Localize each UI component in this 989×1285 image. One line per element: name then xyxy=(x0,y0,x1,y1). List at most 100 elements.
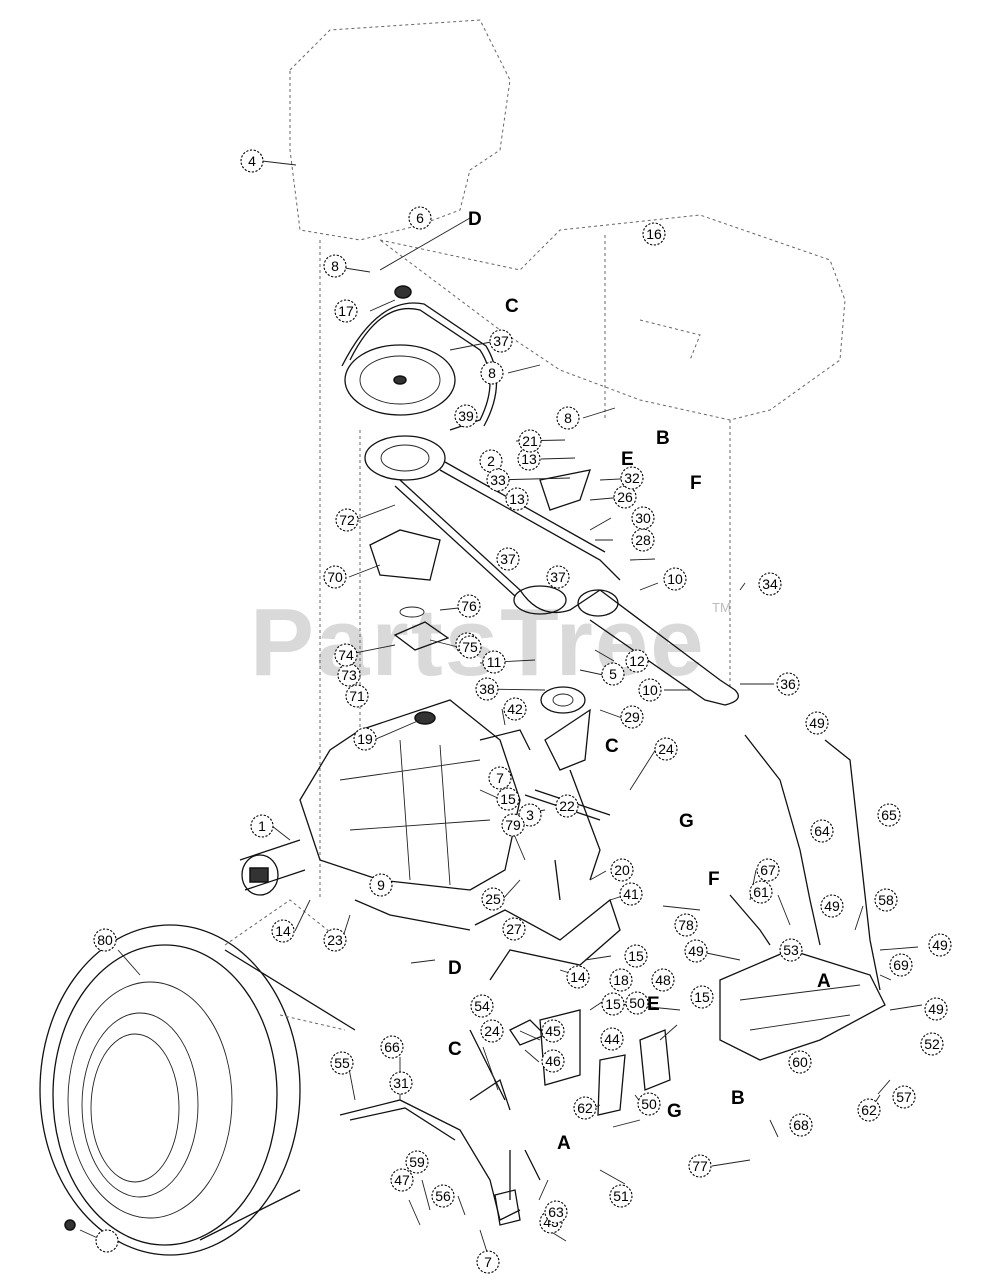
svg-text:7: 7 xyxy=(484,1254,492,1270)
leader-lines xyxy=(79,160,923,1253)
svg-text:70: 70 xyxy=(327,569,343,585)
ref-letter: A xyxy=(817,971,831,992)
svg-text:8: 8 xyxy=(488,365,496,381)
callout: 41 xyxy=(619,882,643,906)
callout: 78 xyxy=(674,913,698,937)
ref-letter: C xyxy=(505,296,519,317)
svg-text:3: 3 xyxy=(526,807,534,823)
svg-text:14: 14 xyxy=(570,969,586,985)
ref-letter: B xyxy=(656,428,670,449)
svg-text:36: 36 xyxy=(780,676,796,692)
callout: 9 xyxy=(369,873,393,897)
svg-text:45: 45 xyxy=(545,1023,561,1039)
callout: 56 xyxy=(431,1184,455,1208)
callout: 50 xyxy=(625,991,649,1015)
svg-text:50: 50 xyxy=(641,1096,657,1112)
callout: 54 xyxy=(470,994,494,1018)
svg-text:68: 68 xyxy=(793,1117,809,1133)
svg-text:49: 49 xyxy=(932,937,948,953)
callout: 37 xyxy=(489,329,513,353)
callout: 26 xyxy=(613,485,637,509)
svg-text:31: 31 xyxy=(393,1075,409,1091)
svg-text:13: 13 xyxy=(509,491,525,507)
svg-text:7: 7 xyxy=(496,770,504,786)
callout: 76 xyxy=(457,594,481,618)
svg-text:73: 73 xyxy=(341,667,357,683)
svg-text:2: 2 xyxy=(487,453,495,469)
callout: 47 xyxy=(390,1168,414,1192)
callout: 65 xyxy=(877,803,901,827)
svg-text:37: 37 xyxy=(493,333,509,349)
callout: 33 xyxy=(486,468,510,492)
callout: 10 xyxy=(638,678,662,702)
svg-text:6: 6 xyxy=(416,210,424,226)
ref-letter: E xyxy=(647,994,660,1015)
callout: 60 xyxy=(788,1050,812,1074)
svg-text:60: 60 xyxy=(792,1054,808,1070)
callout: 49 xyxy=(924,997,948,1021)
callout: 25 xyxy=(481,887,505,911)
svg-text:30: 30 xyxy=(635,510,651,526)
svg-text:66: 66 xyxy=(384,1039,400,1055)
svg-text:71: 71 xyxy=(349,688,365,704)
ref-letter: F xyxy=(708,869,720,890)
svg-text:78: 78 xyxy=(678,917,694,933)
svg-text:15: 15 xyxy=(628,948,644,964)
callout: 28 xyxy=(631,528,655,552)
svg-text:80: 80 xyxy=(97,932,113,948)
callout: 37 xyxy=(496,547,520,571)
svg-text:18: 18 xyxy=(613,972,629,988)
svg-text:64: 64 xyxy=(814,823,830,839)
svg-text:15: 15 xyxy=(605,996,621,1012)
svg-text:55: 55 xyxy=(334,1055,350,1071)
callout: 29 xyxy=(620,705,644,729)
svg-text:27: 27 xyxy=(506,921,522,937)
callout: 68 xyxy=(789,1113,813,1137)
callout: 7 xyxy=(476,1250,500,1274)
svg-text:4: 4 xyxy=(248,153,256,169)
svg-text:37: 37 xyxy=(500,551,516,567)
callout xyxy=(95,1229,119,1253)
svg-text:20: 20 xyxy=(614,862,630,878)
callout: 42 xyxy=(503,697,527,721)
callout: 12 xyxy=(625,649,649,673)
callout: 37 xyxy=(546,565,570,589)
callout: 59 xyxy=(405,1150,429,1174)
svg-text:24: 24 xyxy=(484,1023,500,1039)
svg-text:74: 74 xyxy=(338,647,354,663)
ref-letter: D xyxy=(448,958,462,979)
callout: 45 xyxy=(541,1019,565,1043)
svg-text:8: 8 xyxy=(564,410,572,426)
callout: 44 xyxy=(600,1027,624,1051)
svg-text:44: 44 xyxy=(604,1031,620,1047)
callout: 67 xyxy=(756,858,780,882)
callout: 72 xyxy=(335,508,359,532)
svg-text:8: 8 xyxy=(331,258,339,274)
transmission xyxy=(239,699,531,896)
svg-text:69: 69 xyxy=(893,957,909,973)
callout: 49 xyxy=(820,894,844,918)
callout: 38 xyxy=(475,677,499,701)
svg-text:41: 41 xyxy=(623,886,639,902)
callout: 8 xyxy=(323,254,347,278)
callout: 8 xyxy=(480,361,504,385)
svg-text:24: 24 xyxy=(658,741,674,757)
callout: 16 xyxy=(642,222,666,246)
svg-text:62: 62 xyxy=(577,1100,593,1116)
callout-labels: 1 2 3 4 5 6 7 7 7 8 8 8 9 10 10 11 12 13… xyxy=(93,149,952,1274)
svg-text:47: 47 xyxy=(394,1172,410,1188)
svg-text:17: 17 xyxy=(338,303,354,319)
ref-letter: E xyxy=(621,449,634,470)
callout: 49 xyxy=(805,711,829,735)
svg-text:25: 25 xyxy=(485,891,501,907)
callout: 55 xyxy=(330,1051,354,1075)
svg-text:21: 21 xyxy=(522,433,538,449)
svg-text:37: 37 xyxy=(550,569,566,585)
svg-text:49: 49 xyxy=(809,715,825,731)
svg-text:57: 57 xyxy=(896,1089,912,1105)
svg-text:23: 23 xyxy=(327,932,343,948)
svg-text:58: 58 xyxy=(878,892,894,908)
callout: 49 xyxy=(684,939,708,963)
callout: 15 xyxy=(624,944,648,968)
